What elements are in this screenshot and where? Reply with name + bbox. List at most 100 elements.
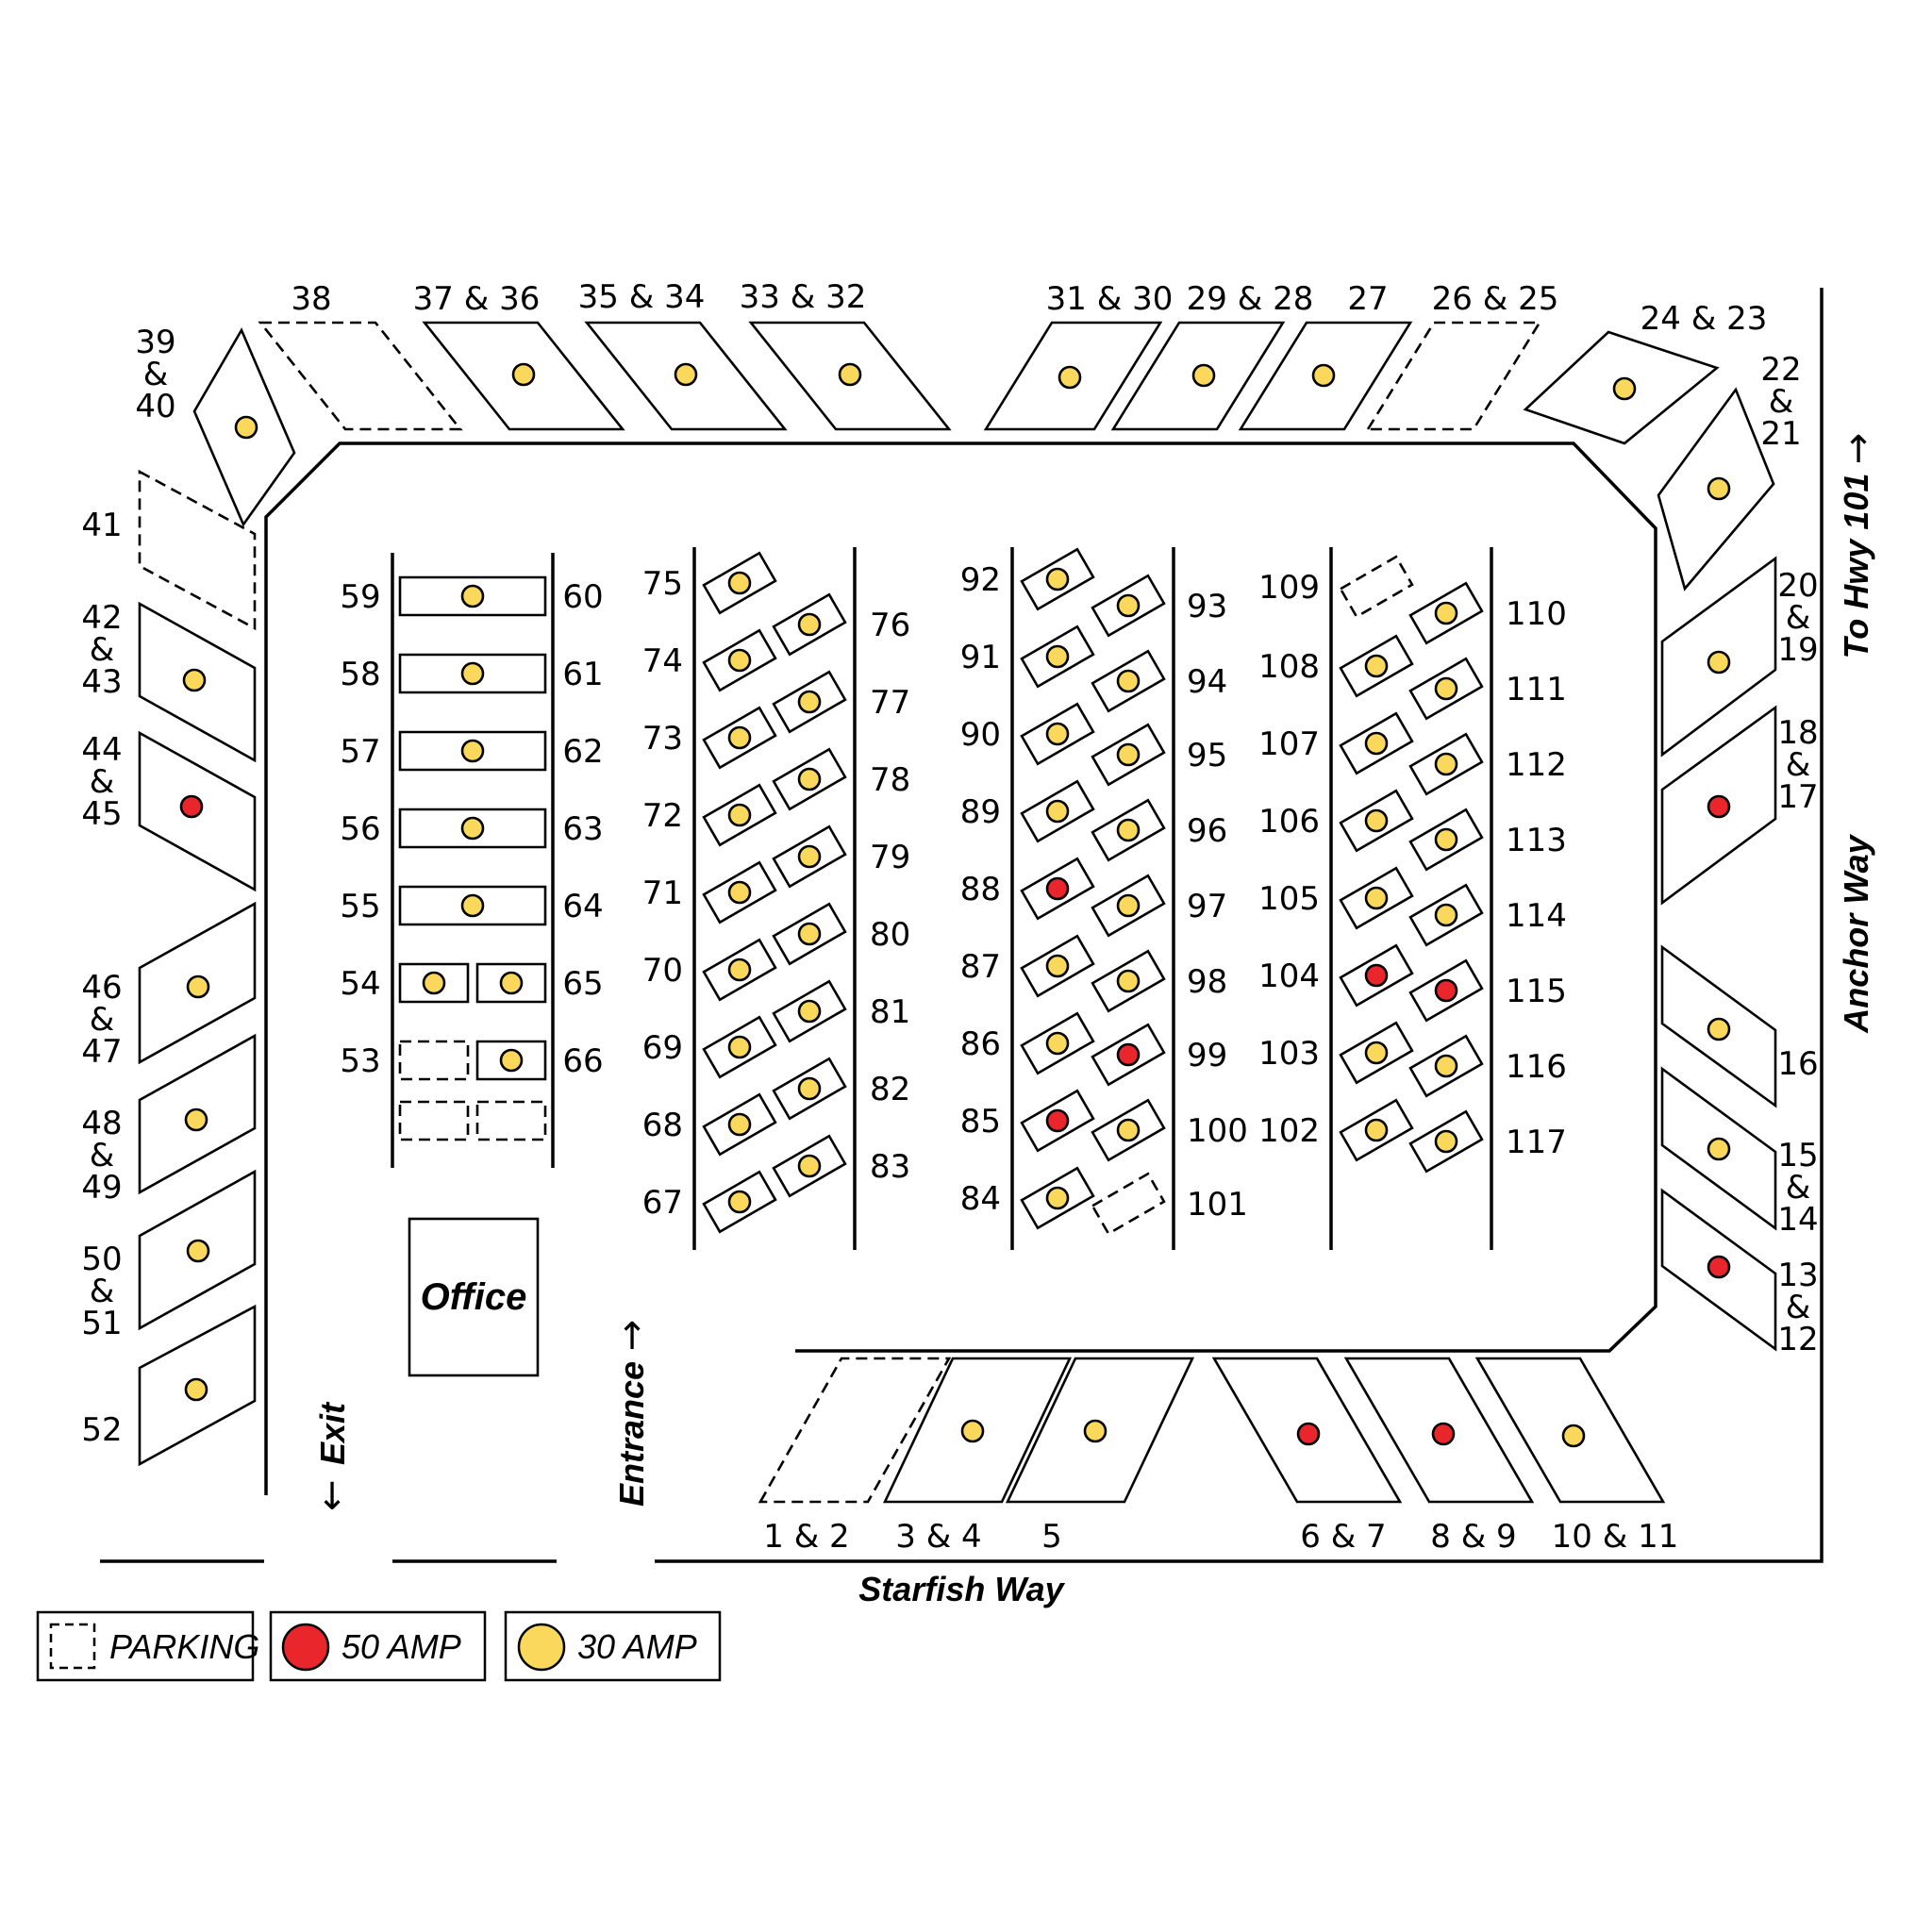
site-116-30amp-hookup-icon	[1434, 1054, 1458, 1078]
site-label-1514-b: 14	[1777, 1201, 1818, 1239]
row4-label-107: 107	[1258, 725, 1320, 763]
site-101[interactable]	[1091, 1172, 1166, 1236]
site-label-5: 5	[1041, 1518, 1062, 1556]
site-12[interactable]	[758, 1357, 952, 1504]
row2-label-69: 69	[642, 1029, 683, 1067]
row4-label-115: 115	[1506, 973, 1567, 1010]
row2-label-81: 81	[870, 993, 910, 1031]
row3-label-96: 96	[1187, 812, 1227, 850]
row3-label-86: 86	[960, 1025, 1001, 1063]
row2-label-70: 70	[642, 952, 683, 990]
row2-label-74: 74	[642, 642, 683, 680]
site-label-3534: 35 & 34	[578, 278, 706, 316]
site-113-30amp-hookup-icon	[1434, 827, 1458, 852]
site-1514-30amp-hookup-icon	[1707, 1137, 1731, 1161]
site-109[interactable]	[1339, 555, 1414, 619]
row3-label-99: 99	[1187, 1037, 1227, 1074]
site-label-4243-amp: &	[90, 631, 115, 669]
site-row1-7a[interactable]	[398, 1100, 470, 1141]
site-38[interactable]	[258, 321, 463, 431]
amp30-swatch-icon	[517, 1623, 566, 1672]
site-row1-6a[interactable]	[398, 1040, 470, 1081]
site-row1-7b[interactable]	[475, 1100, 547, 1141]
site-83-30amp-hookup-icon	[797, 1154, 822, 1178]
site-label-1817-b: 17	[1777, 778, 1818, 816]
row4-label-102: 102	[1258, 1112, 1320, 1150]
row2-label-80: 80	[870, 916, 910, 954]
site-label-16: 16	[1777, 1045, 1818, 1083]
site-103-30amp-hookup-icon	[1364, 1041, 1389, 1065]
site-label-1817-amp: &	[1786, 746, 1811, 784]
site-102-30amp-hookup-icon	[1364, 1118, 1389, 1142]
site-label-1514-a: 15	[1777, 1137, 1818, 1174]
anchor-way-edge	[655, 288, 1824, 1563]
site-89-50amp-hookup-icon	[1431, 1422, 1456, 1446]
site-4445-50amp-hookup-icon	[179, 794, 204, 819]
row1-right-label-60: 60	[562, 578, 603, 616]
site-label-1011: 10 & 11	[1552, 1518, 1679, 1556]
site-90-30amp-hookup-icon	[1045, 722, 1070, 746]
site-1312-50amp-hookup-icon	[1707, 1255, 1731, 1279]
row4-label-104: 104	[1258, 958, 1320, 995]
exit-label: Exit	[313, 1401, 352, 1465]
site-111-30amp-hookup-icon	[1434, 676, 1458, 701]
row4-label-116: 116	[1506, 1048, 1567, 1086]
site-label-2928: 29 & 28	[1187, 280, 1314, 318]
row4-label-105: 105	[1258, 880, 1320, 918]
row1-right-label-64: 64	[562, 888, 603, 925]
site-2625[interactable]	[1365, 321, 1542, 431]
site-16-30amp-hookup-icon	[1707, 1017, 1731, 1041]
site-114-30amp-hookup-icon	[1434, 903, 1458, 927]
legend-30amp-label: 30 AMP	[577, 1627, 697, 1666]
row3-label-85: 85	[960, 1103, 1001, 1141]
down-arrow-icon: ↓	[316, 1475, 348, 1519]
site-label-12: 1 & 2	[763, 1518, 849, 1556]
row2-label-71: 71	[642, 874, 683, 912]
site-label-41: 41	[81, 507, 122, 544]
site-label-4243-a: 42	[81, 599, 122, 637]
row2-label-76: 76	[870, 607, 910, 644]
row4-label-106: 106	[1258, 803, 1320, 841]
site-label-2221-a: 22	[1760, 351, 1801, 389]
site-row1-57-30amp-hookup-icon	[460, 739, 485, 763]
site-label-2221-b: 21	[1760, 415, 1801, 453]
site-117-30amp-hookup-icon	[1434, 1129, 1458, 1154]
row4-label-113: 113	[1506, 822, 1567, 859]
amp50-swatch-icon	[281, 1623, 330, 1672]
row4-label-112: 112	[1506, 746, 1567, 784]
row3-label-97: 97	[1187, 888, 1227, 925]
site-92-30amp-hookup-icon	[1045, 567, 1070, 591]
site-74-30amp-hookup-icon	[727, 648, 752, 673]
row3-label-90: 90	[960, 716, 1001, 754]
parking-swatch-icon	[49, 1623, 96, 1670]
site-41[interactable]	[138, 469, 257, 631]
row2-label-68: 68	[642, 1107, 683, 1144]
site-104-50amp-hookup-icon	[1364, 963, 1389, 988]
site-86-30amp-hookup-icon	[1045, 1031, 1070, 1056]
site-label-5051-b: 51	[81, 1305, 122, 1342]
site-70-30amp-hookup-icon	[727, 958, 752, 982]
site-row1-5a-30amp-hookup-icon	[422, 971, 446, 995]
row3-label-84: 84	[960, 1180, 1001, 1218]
row1-left-label-56: 56	[340, 810, 380, 848]
row4-label-108: 108	[1258, 648, 1320, 686]
site-label-52: 52	[81, 1411, 122, 1449]
site-3736-30amp-hookup-icon	[511, 362, 536, 387]
site-81-30amp-hookup-icon	[797, 999, 822, 1024]
legend-parking-label: PARKING	[109, 1627, 259, 1666]
row4-label-111: 111	[1506, 671, 1567, 708]
site-label-2625: 26 & 25	[1432, 280, 1559, 318]
starfish-way-label: Starfish Way	[858, 1570, 1065, 1608]
site-100-30amp-hookup-icon	[1116, 1118, 1141, 1142]
site-label-4647-b: 47	[81, 1033, 122, 1071]
site-label-27: 27	[1347, 280, 1388, 318]
site-72-30amp-hookup-icon	[727, 803, 752, 827]
site-5051-30amp-hookup-icon	[186, 1239, 210, 1263]
row1-right-label-66: 66	[562, 1042, 603, 1080]
site-label-4445-b: 45	[81, 795, 122, 833]
site-label-4243-b: 43	[81, 663, 122, 701]
site-68-30amp-hookup-icon	[727, 1112, 752, 1137]
site-label-1514-amp: &	[1786, 1169, 1811, 1207]
site-89-30amp-hookup-icon	[1045, 799, 1070, 824]
row3-label-89: 89	[960, 793, 1001, 831]
